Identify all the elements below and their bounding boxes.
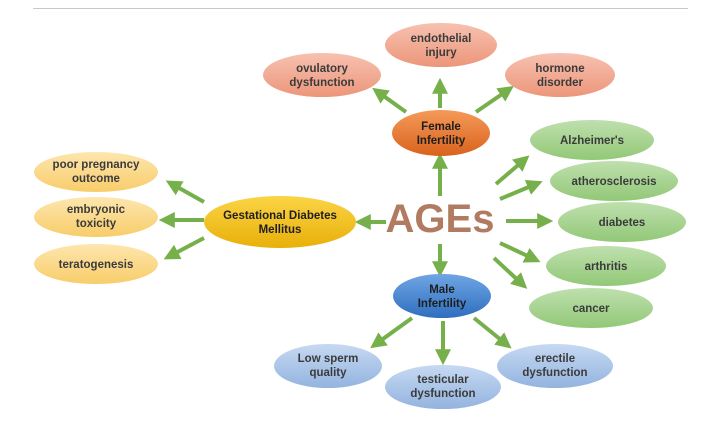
node-hormone-disorder: hormone disorder: [505, 53, 615, 97]
node-label: Infertility: [417, 135, 466, 147]
node-poor-pregnancy-outcome: poor pregnancy outcome: [34, 152, 158, 192]
arrow-female-to-ovulatory: [372, 87, 408, 114]
node-endothelial-injury: endothelial injury: [385, 23, 497, 67]
node-alzheimers: Alzheimer's: [530, 120, 654, 160]
nodes: ovulatory dysfunction endothelial injury…: [34, 23, 686, 409]
node-label: poor pregnancy: [53, 159, 141, 171]
top-divider: [33, 8, 688, 9]
node-label: testicular: [417, 374, 469, 386]
arrows: [158, 77, 554, 366]
node-label: Infertility: [418, 298, 467, 310]
node-male-infertility: Male Infertility: [393, 274, 491, 318]
node-label: dysfunction: [522, 367, 587, 379]
arrow-gdm-to-teratogenesis: [163, 236, 205, 260]
node-label: teratogenesis: [59, 259, 134, 271]
node-label: erectile: [535, 353, 575, 365]
node-label: Gestational Diabetes: [223, 210, 337, 222]
node-label: embryonic: [67, 204, 126, 216]
node-teratogenesis: teratogenesis: [34, 244, 158, 284]
arrow-ages-to-alzheimers: [494, 155, 530, 186]
arrow-male-to-low-sperm: [370, 316, 414, 349]
node-low-sperm-quality: Low sperm quality: [274, 344, 382, 388]
node-label: quality: [309, 367, 347, 379]
node-label: Female: [421, 121, 461, 133]
node-label: injury: [425, 47, 457, 59]
arrow-ages-to-arthritis: [499, 241, 541, 263]
center-ages-label: AGEs: [386, 197, 495, 241]
node-label: ovulatory: [296, 63, 348, 75]
node-label: atherosclerosis: [571, 176, 656, 188]
node-label: toxicity: [76, 218, 117, 230]
node-embryonic-toxicity: embryonic toxicity: [34, 197, 158, 237]
node-label: Low sperm: [298, 353, 359, 365]
node-label: diabetes: [599, 217, 646, 229]
node-label: disorder: [537, 77, 584, 89]
node-cancer: cancer: [529, 288, 653, 328]
node-label: Male: [429, 284, 455, 296]
arrow-ages-to-cancer: [492, 256, 528, 289]
node-label: outcome: [72, 173, 120, 185]
node-label: dysfunction: [410, 388, 475, 400]
node-gestational-diabetes-mellitus: Gestational Diabetes Mellitus: [204, 196, 356, 248]
node-diabetes: diabetes: [558, 202, 686, 242]
node-female-infertility: Female Infertility: [392, 110, 490, 156]
node-erectile-dysfunction: erectile dysfunction: [497, 344, 613, 388]
arrow-ages-to-atherosclerosis: [499, 180, 543, 201]
node-atherosclerosis: atherosclerosis: [550, 161, 678, 201]
node-arthritis: arthritis: [546, 246, 666, 286]
node-label: arthritis: [585, 261, 628, 273]
arrow-gdm-to-poor-pregnancy: [165, 180, 205, 204]
node-label: cancer: [572, 303, 610, 315]
node-label: Mellitus: [259, 224, 302, 236]
arrow-male-to-erectile: [472, 316, 512, 349]
node-testicular-dysfunction: testicular dysfunction: [385, 365, 501, 409]
node-label: Alzheimer's: [560, 135, 624, 147]
node-label: hormone: [535, 63, 584, 75]
arrow-female-to-hormone: [474, 85, 514, 114]
node-label: endothelial: [411, 33, 472, 45]
node-ovulatory-dysfunction: ovulatory dysfunction: [263, 53, 381, 97]
node-label: dysfunction: [289, 77, 354, 89]
